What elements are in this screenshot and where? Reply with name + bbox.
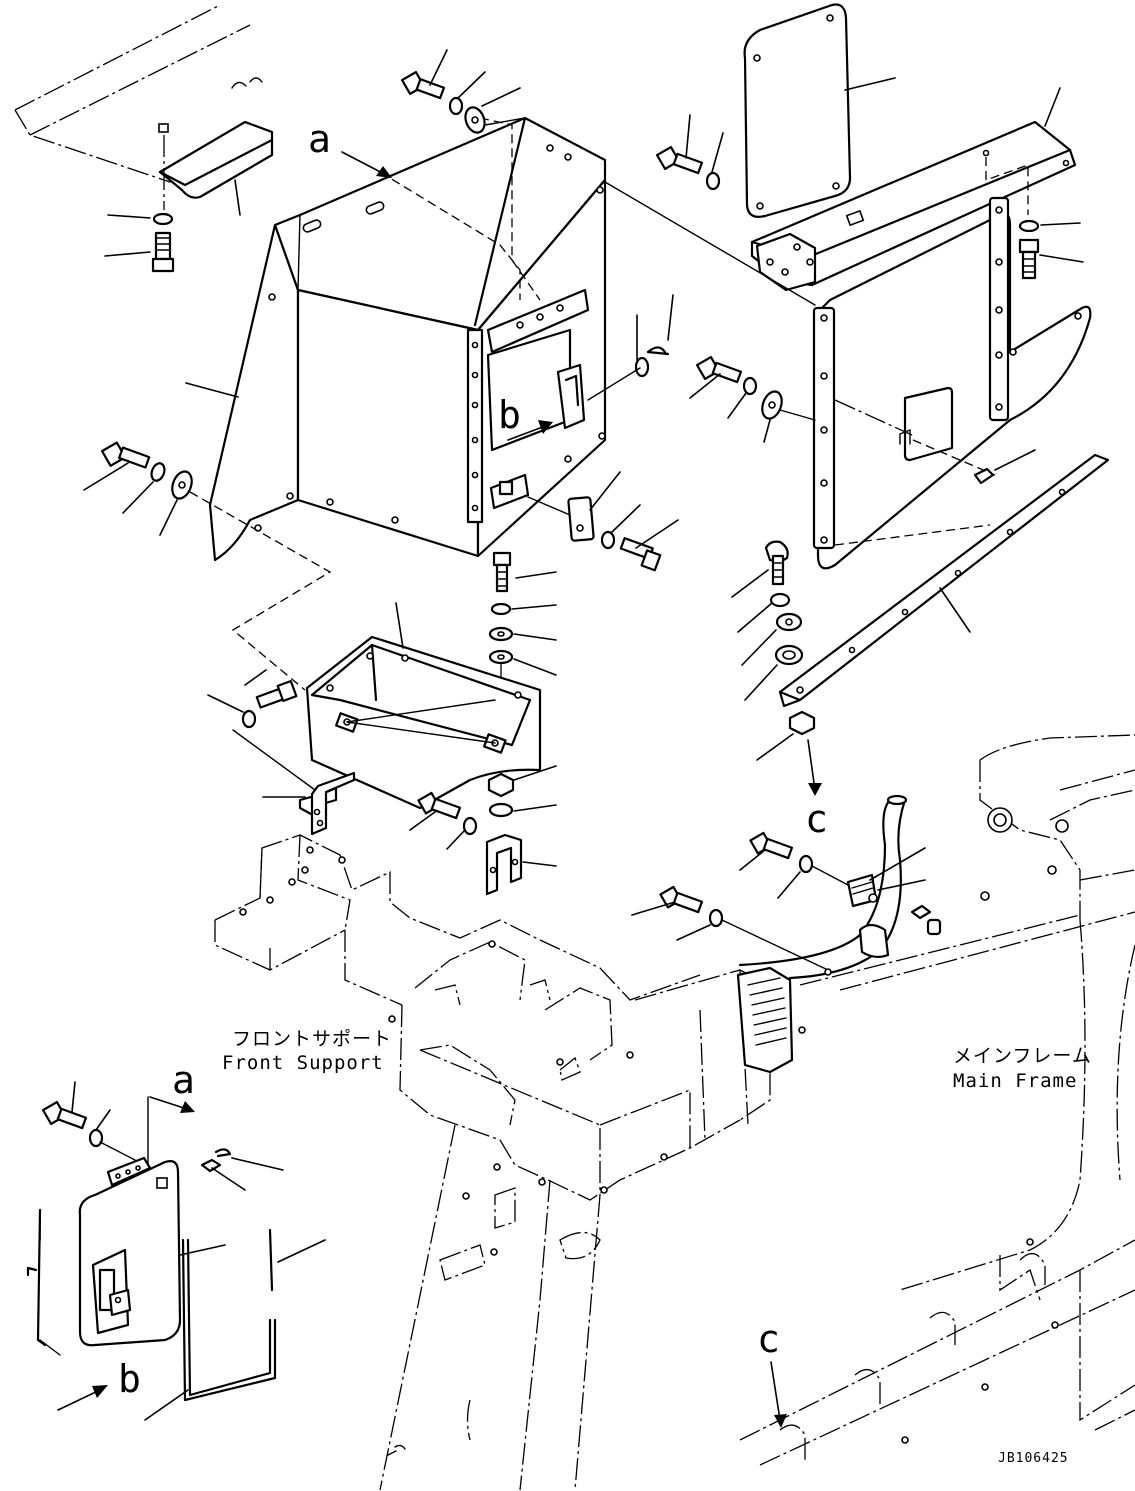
- front-support-label-jp: フロントサポート: [232, 1028, 392, 1050]
- view-a-label: a: [308, 117, 331, 161]
- front-support-label-en: Front Support: [222, 1052, 384, 1074]
- stay-bracket-left: [262, 771, 356, 836]
- small-top-bracket: [158, 120, 274, 216]
- bolt-washer-left-top: [104, 212, 175, 273]
- view-b-detail-label: b: [118, 1357, 141, 1401]
- main-frame: [739, 734, 1135, 1466]
- main-frame-label-jp: メインフレーム: [953, 1045, 1092, 1067]
- drawing-code: JB106425: [998, 1451, 1069, 1466]
- stay-bracket-centre: [409, 791, 557, 896]
- upper-right-bracket: [750, 87, 1077, 292]
- view-c-label-upper: c: [805, 797, 828, 841]
- bolt-set-right: [1018, 219, 1084, 280]
- long-strip: [778, 453, 1110, 708]
- view-c-label-lower: c: [757, 1317, 780, 1361]
- bolt-set-tray: [207, 669, 316, 791]
- main-frame-label-en: Main Frame: [953, 1070, 1077, 1092]
- bolt-set-left: [83, 441, 332, 691]
- view-c-bottom: c: [757, 1317, 787, 1428]
- top-right-plate: [655, 3, 896, 218]
- clip-upper: [587, 294, 674, 401]
- frame-labels: フロントサポート Front Support メインフレーム Main Fram…: [222, 1028, 1092, 1466]
- bolt-set-mid-right: [604, 181, 913, 443]
- front-support-frame: [214, 834, 832, 1491]
- lower-tray: [305, 602, 542, 810]
- small-plate-bolt: [527, 471, 679, 572]
- right-fastener-stack: c: [731, 540, 828, 841]
- right-side-panel: [812, 196, 1092, 570]
- view-a-detail-label: a: [172, 1058, 195, 1102]
- centre-fastener-stack: [487, 551, 557, 818]
- view-b-label: b: [498, 393, 521, 437]
- main-cover: [185, 116, 607, 562]
- detail-a-door: a: [26, 1058, 326, 1421]
- view-b-on-cover: b: [498, 393, 553, 441]
- hose-assembly: [631, 794, 942, 980]
- view-a-top: a: [308, 117, 521, 300]
- bolt-set-top-centre: [400, 49, 521, 134]
